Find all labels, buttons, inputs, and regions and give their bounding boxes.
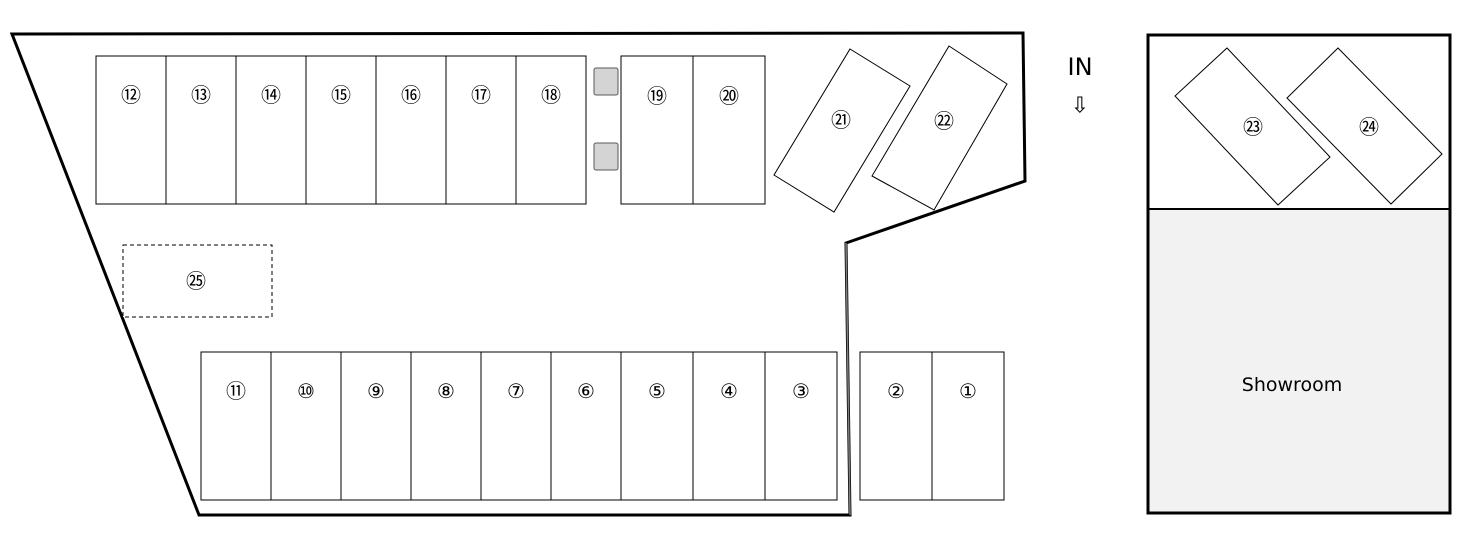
parking-space-17[interactable] bbox=[445, 55, 517, 205]
parking-space-18[interactable] bbox=[515, 55, 587, 205]
space-label-14: ⑭ bbox=[261, 83, 281, 107]
space-label-3: ③ bbox=[792, 379, 810, 403]
space-label-17: ⑰ bbox=[471, 83, 491, 107]
showroom-outline bbox=[1146, 33, 1452, 515]
space-label-16: ⑯ bbox=[401, 83, 421, 107]
parking-space-9[interactable] bbox=[340, 351, 412, 501]
space-label-15: ⑮ bbox=[331, 83, 351, 107]
pillar-upper bbox=[593, 67, 619, 96]
angled-spaces-lot: ㉑ ㉒ bbox=[773, 45, 1008, 213]
parking-space-7[interactable] bbox=[480, 351, 552, 501]
pillar-lower bbox=[593, 142, 619, 171]
showroom-area bbox=[1148, 209, 1450, 513]
parking-space-14[interactable] bbox=[235, 55, 307, 205]
space-label-4: ④ bbox=[720, 379, 738, 403]
top-row-left: ⑫ ⑬ ⑭ ⑮ ⑯ ⑰ ⑱ bbox=[95, 55, 587, 205]
space-label-10: ⑩ bbox=[297, 379, 315, 403]
showroom-label: Showroom bbox=[1242, 374, 1342, 396]
parking-space-15[interactable] bbox=[305, 55, 377, 205]
parking-space-19[interactable] bbox=[620, 55, 694, 205]
space-label-11: ⑪ bbox=[226, 379, 246, 403]
space-label-19: ⑲ bbox=[647, 84, 667, 108]
parking-space-8[interactable] bbox=[410, 351, 482, 501]
space-label-1: ① bbox=[959, 379, 977, 403]
space-label-13: ⑬ bbox=[191, 83, 211, 107]
showroom-building: Showroom ㉓ ㉔ bbox=[1146, 33, 1452, 515]
parking-space-23[interactable] bbox=[1174, 47, 1331, 206]
space-label-25: ㉕ bbox=[186, 269, 206, 293]
space-label-21: ㉑ bbox=[831, 108, 851, 132]
space-label-22: ㉒ bbox=[934, 109, 954, 133]
parking-space-3[interactable] bbox=[764, 351, 838, 501]
space-label-8: ⑧ bbox=[437, 379, 455, 403]
space-label-6: ⑥ bbox=[577, 379, 595, 403]
bottom-row-right: ② ① bbox=[859, 351, 1005, 501]
entrance-label: IN bbox=[1067, 53, 1092, 81]
space-label-7: ⑦ bbox=[507, 379, 525, 403]
parking-space-13[interactable] bbox=[165, 55, 237, 205]
space-label-18: ⑱ bbox=[541, 83, 561, 107]
parking-space-5[interactable] bbox=[620, 351, 694, 501]
parking-space-21[interactable] bbox=[773, 48, 911, 213]
space-label-5: ⑤ bbox=[648, 379, 666, 403]
parking-space-6[interactable] bbox=[550, 351, 622, 501]
space-label-20: ⑳ bbox=[719, 84, 739, 108]
parking-space-25[interactable] bbox=[122, 244, 273, 318]
parking-space-24[interactable] bbox=[1286, 47, 1443, 205]
top-row-right: ⑲ ⑳ bbox=[620, 55, 766, 205]
lot-divider-line bbox=[845, 242, 851, 516]
space-label-23: ㉓ bbox=[1243, 115, 1263, 139]
parking-space-12[interactable] bbox=[95, 55, 167, 205]
parking-space-22[interactable] bbox=[871, 45, 1008, 211]
space-label-2: ② bbox=[887, 379, 905, 403]
space-label-24: ㉔ bbox=[1359, 115, 1379, 139]
parking-space-11[interactable] bbox=[200, 351, 272, 501]
space-label-9: ⑨ bbox=[367, 379, 385, 403]
entrance-arrow-icon: ⇩ bbox=[1071, 94, 1089, 119]
parking-space-4[interactable] bbox=[692, 351, 766, 501]
bottom-row-left: ⑪ ⑩ ⑨ ⑧ ⑦ ⑥ ⑤ ④ ③ bbox=[200, 351, 838, 501]
parking-space-16[interactable] bbox=[375, 55, 447, 205]
parking-space-10[interactable] bbox=[270, 351, 342, 501]
parking-space-20[interactable] bbox=[692, 55, 766, 205]
parking-space-2[interactable] bbox=[859, 351, 933, 501]
parking-space-1[interactable] bbox=[931, 351, 1005, 501]
space-label-12: ⑫ bbox=[121, 83, 141, 107]
